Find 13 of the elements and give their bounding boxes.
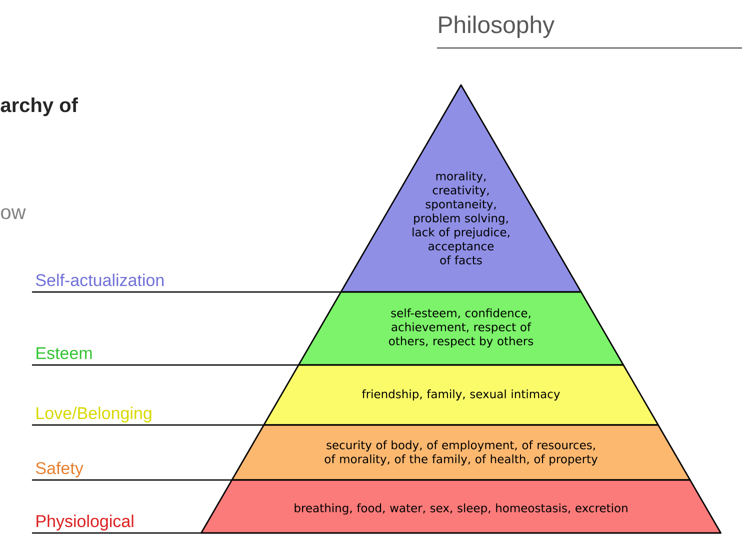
pyramid-level: friendship, family, sexual intimacy: [263, 364, 659, 426]
title-fragment: archy of: [0, 98, 78, 116]
level-label: Physiological: [36, 514, 134, 531]
pyramid-level: morality, creativity, spontaneity, problem solving, lack of prejudice, acceptance of facts: [340, 84, 582, 293]
level-label: Safety: [36, 462, 84, 478]
pyramid-level: breathing, food, water, sex, sleep, homeostasis, excretion: [200, 479, 722, 534]
pyramid-level: self-esteem, confidence, achievement, respect of others, respect by others: [298, 291, 624, 366]
level-label: Love/Belonging: [36, 406, 152, 423]
author-fragment: ow: [1, 208, 26, 220]
pyramid-level: security of body, of employment, of resources, of morality, of the family, of health, of property: [231, 424, 691, 481]
page-heading: Philosophy: [439, 16, 555, 38]
level-label: Esteem: [36, 347, 92, 360]
level-label: Self-actualization: [36, 274, 164, 286]
